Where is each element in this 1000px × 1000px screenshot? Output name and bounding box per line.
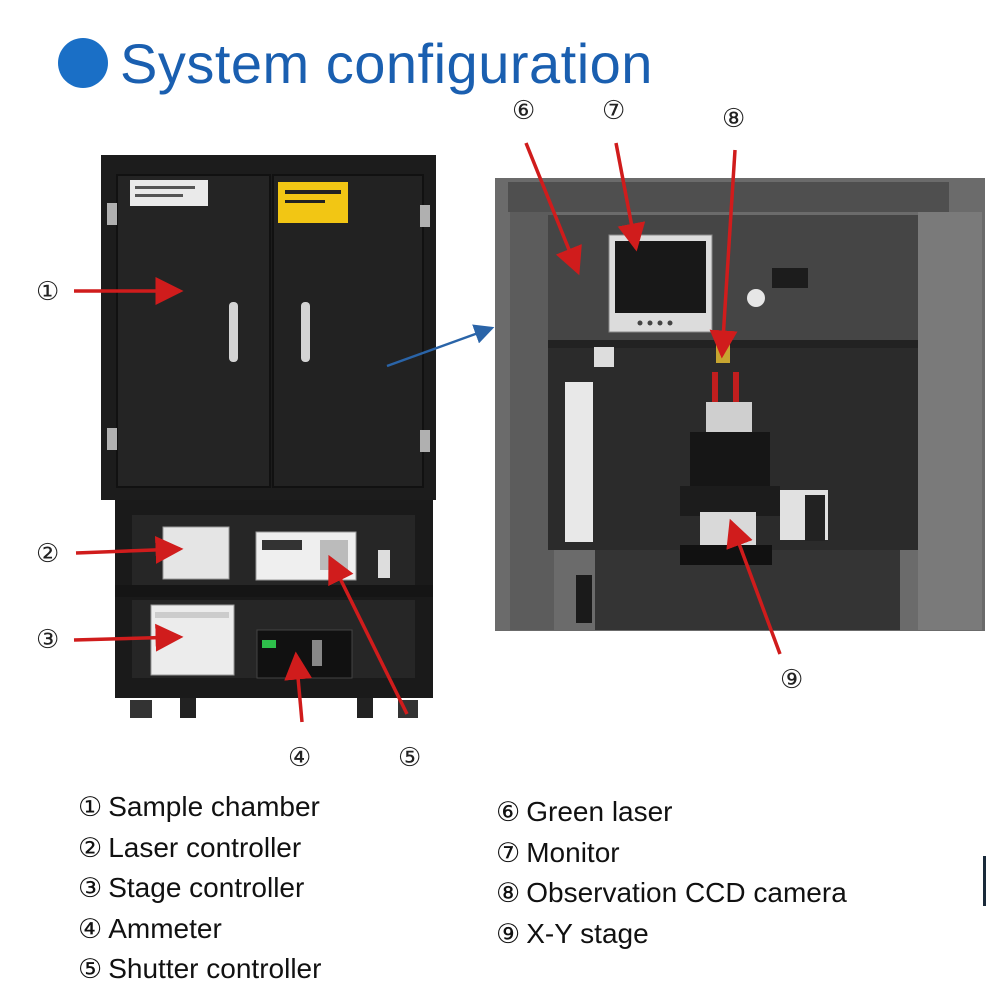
arrow-3 [73, 623, 184, 652]
title-bullet-icon [58, 38, 108, 88]
callout-6: ⑥ [512, 96, 535, 126]
cabinet-illustration [101, 155, 436, 718]
callout-2: ② [36, 539, 59, 569]
arrow-2 [75, 535, 184, 564]
chamber-interior-illustration [495, 178, 985, 631]
callout-5: ⑤ [398, 743, 421, 773]
callout-1: ① [36, 277, 59, 307]
callout-7: ⑦ [602, 96, 625, 126]
callout-4: ④ [288, 743, 311, 773]
arrow-6 [524, 142, 582, 276]
arrow-zoom [386, 324, 495, 368]
callout-9: ⑨ [780, 665, 803, 695]
arrow-5 [328, 554, 409, 715]
title-row: System configuration [58, 28, 653, 98]
arrow-9 [726, 518, 782, 655]
arrow-8 [709, 149, 738, 359]
callout-8: ⑧ [722, 104, 745, 134]
callout-3: ③ [36, 625, 59, 655]
arrow-7 [614, 142, 646, 252]
arrow-4 [284, 651, 313, 723]
page-title: System configuration [120, 31, 653, 95]
edge-divider [983, 856, 986, 906]
